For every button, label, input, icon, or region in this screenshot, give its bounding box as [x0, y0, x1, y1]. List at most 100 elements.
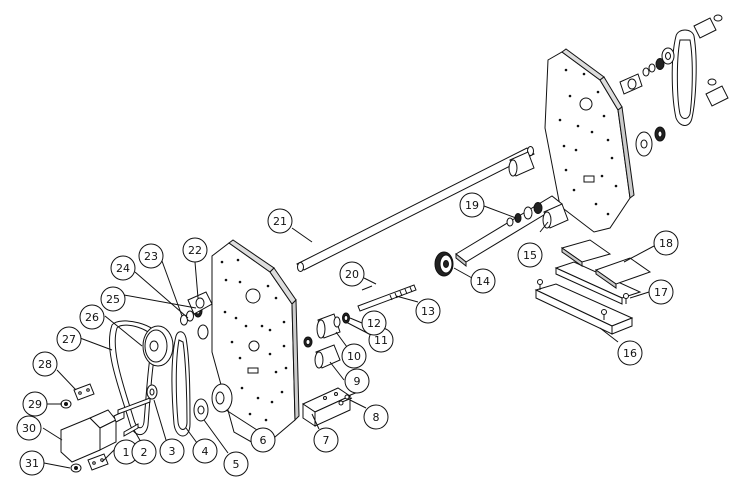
callout-balloon: 18 — [653, 230, 679, 256]
callout-number: 10 — [347, 350, 361, 363]
callout-number: 25 — [106, 293, 120, 306]
end-coupler — [508, 151, 535, 177]
callout-balloon: 4 — [192, 438, 218, 464]
callout-circle — [250, 427, 276, 453]
callout-circle — [313, 427, 339, 453]
callout-number: 1 — [123, 446, 130, 459]
right-drive-belt — [671, 29, 697, 126]
callout-balloon: 15 — [517, 242, 543, 268]
motor-bracket-top — [73, 383, 95, 401]
pillow-block-bearing-left — [187, 291, 213, 315]
callout-circle — [470, 268, 496, 294]
callout-balloon: 28 — [32, 351, 58, 377]
callout-number: 15 — [523, 249, 537, 262]
callout-number: 14 — [476, 275, 490, 288]
callout-circle — [361, 310, 387, 336]
callout-circle — [56, 326, 82, 352]
slide-plate-upper — [560, 239, 612, 267]
callout-number: 7 — [323, 434, 330, 447]
callout-balloon: 25 — [100, 286, 126, 312]
callout-number: 3 — [169, 445, 176, 458]
callout-circle — [617, 340, 643, 366]
center-drive-belt — [171, 331, 191, 437]
callout-balloon: 21 — [267, 208, 293, 234]
callout-number: 28 — [38, 358, 52, 371]
callout-balloon: 13 — [415, 298, 441, 324]
callout-balloon: 12 — [361, 310, 387, 336]
callout-circle — [32, 351, 58, 377]
right-bracket-top — [693, 14, 723, 39]
callout-number: 17 — [654, 286, 668, 299]
motor — [60, 409, 125, 463]
callout-circle — [223, 451, 249, 477]
callout-circle — [110, 255, 136, 281]
callout-balloon: 31 — [19, 450, 45, 476]
callout-balloon: 26 — [79, 304, 105, 330]
left-side-plate — [211, 239, 300, 449]
callout-circle — [648, 279, 674, 305]
callout-number: 4 — [202, 445, 209, 458]
right-side-plate — [544, 48, 635, 233]
callout-circle — [159, 438, 185, 464]
callout-number: 16 — [623, 347, 637, 360]
callout-number: 24 — [116, 262, 130, 275]
callout-circle — [192, 438, 218, 464]
base-rail-back — [554, 261, 642, 305]
callout-circle — [341, 343, 367, 369]
leader-lines — [42, 205, 655, 469]
callout-number: 30 — [22, 422, 36, 435]
coupler-stack — [303, 312, 350, 348]
callout-number: 12 — [367, 317, 381, 330]
callout-balloon: 9 — [344, 368, 370, 394]
callout-number: 19 — [465, 199, 479, 212]
callout-balloon: 19 — [459, 192, 485, 218]
callout-number: 27 — [62, 333, 76, 346]
callout-balloon: 3 — [159, 438, 185, 464]
right-bracket-bottom — [705, 78, 729, 107]
callout-balloon: 10 — [341, 343, 367, 369]
callout-number: 9 — [354, 375, 361, 388]
sprocket-hub — [193, 383, 233, 422]
callout-circle — [16, 415, 42, 441]
motor-shafts — [117, 397, 151, 437]
callout-circle — [459, 192, 485, 218]
callout-circle — [79, 304, 105, 330]
callout-balloon: 20 — [339, 261, 365, 287]
callout-number: 29 — [28, 398, 42, 411]
callout-circle — [131, 439, 157, 465]
callout-number: 11 — [374, 334, 388, 347]
callout-circle — [415, 298, 441, 324]
callout-balloon: 8 — [363, 404, 389, 430]
frame-screws — [537, 279, 629, 320]
callout-circle — [22, 391, 48, 417]
small-pulley — [146, 384, 158, 400]
callout-balloon: 7 — [313, 427, 339, 453]
large-pulley — [142, 325, 174, 367]
callout-circle — [19, 450, 45, 476]
callout-number: 6 — [260, 434, 267, 447]
motor-bracket-bottom — [87, 453, 109, 471]
callout-balloon: 23 — [138, 243, 164, 269]
callout-circle — [517, 242, 543, 268]
callout-balloon: 5 — [223, 451, 249, 477]
callout-circle — [363, 404, 389, 430]
callout-balloon: 2 — [131, 439, 157, 465]
callout-number: 20 — [345, 268, 359, 281]
spur-gear — [434, 251, 454, 277]
callout-circle — [138, 243, 164, 269]
callout-number: 2 — [141, 446, 148, 459]
callout-balloon: 17 — [648, 279, 674, 305]
callout-circle — [653, 230, 679, 256]
callout-circle — [182, 237, 208, 263]
set-screw — [361, 285, 373, 291]
wing-nut-bottom — [70, 463, 82, 473]
long-shaft — [296, 146, 535, 272]
callout-balloon: 16 — [617, 340, 643, 366]
right-pulley-hub — [635, 126, 666, 157]
right-bearing-stack — [619, 47, 675, 95]
callout-circle — [339, 261, 365, 287]
callout-circle — [267, 208, 293, 234]
callout-balloon: 24 — [110, 255, 136, 281]
